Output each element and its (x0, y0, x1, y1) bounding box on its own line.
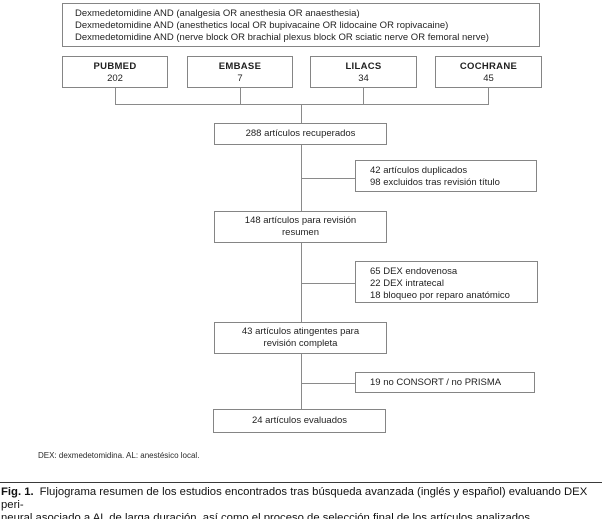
db-name: PUBMED (93, 61, 137, 72)
box-text: 65 DEX endovenosa (370, 266, 458, 277)
search-query-line: Dexmedetomidine AND (nerve block OR brac… (75, 32, 489, 43)
db-count: 7 (237, 73, 243, 84)
caption-line: Fig. 1.Flujograma resumen de los estudio… (1, 486, 601, 512)
db-box-embase: EMBASE 7 (187, 56, 293, 88)
connector-branch-dex (301, 283, 355, 284)
connector-stub-embase (240, 88, 241, 105)
flow-box-evaluated: 24 artículos evaluados (213, 409, 386, 433)
db-name: EMBASE (218, 61, 262, 72)
db-name: COCHRANE (459, 61, 518, 72)
exclusion-box-duplicates: 42 artículos duplicados 98 excluidos tra… (355, 160, 537, 192)
connector-bus-line (115, 104, 489, 105)
connector-trunk-3 (301, 354, 302, 409)
box-text: revisión completa (263, 338, 338, 349)
box-text: 42 artículos duplicados (370, 165, 468, 176)
box-text: 98 excluidos tras revisión título (370, 177, 500, 188)
search-query-box: Dexmedetomidine AND (analgesia OR anesth… (62, 3, 540, 47)
box-text: 18 bloqueo por reparo anatómico (370, 290, 510, 301)
box-text: 19 no CONSORT / no PRISMA (370, 377, 502, 388)
db-box-lilacs: LILACS 34 (310, 56, 417, 88)
caption-text: Flujograma resumen de los estudios encon… (1, 486, 588, 511)
box-text: 43 artículos atingentes para (241, 326, 360, 337)
db-count: 202 (107, 73, 123, 84)
search-query-line: Dexmedetomidine AND (analgesia OR anesth… (75, 8, 360, 19)
db-count: 34 (358, 73, 369, 84)
flow-box-abstract-review: 148 artículos para revisión resumen (214, 211, 387, 243)
connector-stub-pubmed (115, 88, 116, 105)
caption-label: Fig. 1. (1, 486, 34, 498)
box-text: resumen (282, 227, 319, 238)
box-text: 24 artículos evaluados (251, 415, 348, 426)
db-name: LILACS (345, 61, 382, 72)
connector-branch-consort (301, 383, 355, 384)
box-text: 288 artículos recuperados (245, 128, 356, 139)
db-count: 45 (483, 73, 494, 84)
connector-trunk-2 (301, 243, 302, 322)
connector-branch-duplicates (301, 178, 355, 179)
db-box-cochrane: COCHRANE 45 (435, 56, 542, 88)
box-text: 22 DEX intratecal (370, 278, 444, 289)
figure-caption: Fig. 1.Flujograma resumen de los estudio… (1, 486, 601, 519)
exclusion-box-dex-routes: 65 DEX endovenosa 22 DEX intratecal 18 b… (355, 261, 538, 303)
connector-stub-cochrane (488, 88, 489, 105)
abbreviations-footnote: DEX: dexmedetomidina. AL: anestésico loc… (38, 451, 200, 460)
flow-box-full-review: 43 artículos atingentes para revisión co… (214, 322, 387, 354)
connector-trunk-0 (301, 104, 302, 123)
exclusion-box-consort-prisma: 19 no CONSORT / no PRISMA (355, 372, 535, 393)
box-text: 148 artículos para revisión (244, 215, 357, 226)
caption-line: neural asociado a AL de larga duración, … (1, 512, 534, 519)
connector-stub-lilacs (363, 88, 364, 105)
caption-separator-rule (0, 482, 602, 483)
flow-box-recovered: 288 artículos recuperados (214, 123, 387, 145)
db-box-pubmed: PUBMED 202 (62, 56, 168, 88)
search-query-line: Dexmedetomidine AND (anesthetics local O… (75, 20, 449, 31)
